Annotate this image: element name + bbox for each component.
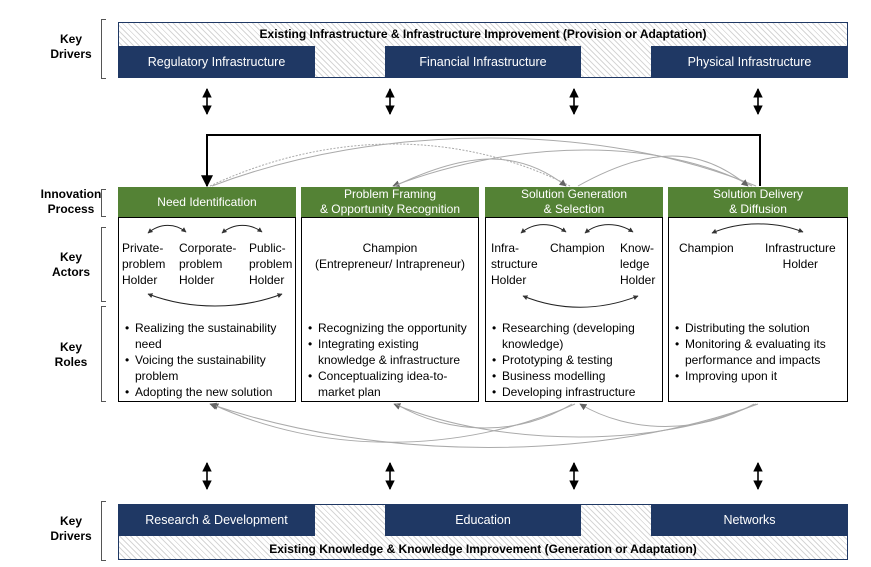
innovation-process-label: Innovation Process [40,187,102,216]
actor-champion: Champion [679,241,734,255]
role-item: Voicing the sustainability problem [125,352,293,384]
stage-problem-framing-box: Champion(Entrepreneur/ Intrapreneur) Rec… [301,217,479,402]
top-key-drivers-label: Key Drivers [50,32,92,61]
roles-bracket [101,306,106,402]
role-item: Prototyping & testing [492,352,662,368]
roles-list-delivery: Distributing the solution Monitoring & e… [675,320,847,384]
lower-grey-arcs [209,402,759,448]
key-actors-label: Key Actors [51,250,90,279]
key-roles-label: Key Roles [54,340,88,369]
role-item: Researching (developing knowledge) [492,320,662,352]
roles-list-framing: Recognizing the opportunity Integrating … [308,320,478,400]
process-bracket [101,189,106,217]
financial-infrastructure-box: Financial Infrastructure [385,46,581,78]
regulatory-infrastructure-box: Regulatory Infrastructure [118,46,315,78]
stage-need-identification: Need Identification [118,187,296,217]
networks-box: Networks [651,504,848,536]
role-item: Integrating existing knowledge & infrast… [308,336,478,368]
stage-solution-generation: Solution Generation & Selection [485,187,663,217]
bottom-vertical-arrows [202,462,763,490]
role-item: Developing infrastructure [492,384,662,400]
top-vertical-arrows [202,88,763,115]
knowledge-banner: Existing Knowledge & Knowledge Improveme… [269,542,697,556]
education-box: Education [385,504,581,536]
upper-grey-arcs [209,137,757,188]
role-item: Monitoring & evaluating its performance … [675,336,847,368]
roles-list-need: Realizing the sustainability need Voicin… [125,320,293,400]
bottom-drivers-bracket [101,501,106,561]
stage-problem-framing: Problem Framing & Opportunity Recognitio… [301,187,479,217]
role-item: Conceptualizing idea-to-market plan [308,368,478,400]
role-item: Improving upon it [675,368,847,384]
bottom-key-drivers-label: Key Drivers [50,514,92,543]
role-item: Adopting the new solution [125,384,293,400]
roles-list-generation: Researching (developing knowledge) Proto… [492,320,662,400]
role-item: Distributing the solution [675,320,847,336]
research-development-box: Research & Development [118,504,315,536]
infrastructure-banner: Existing Infrastructure & Infrastructure… [259,27,707,41]
role-item: Recognizing the opportunity [308,320,478,336]
physical-infrastructure-box: Physical Infrastructure [651,46,848,78]
actors-bracket [101,227,106,302]
stage-solution-delivery: Solution Delivery & Diffusion [668,187,848,217]
feedback-loop-arrow [201,134,761,188]
top-drivers-bracket [101,19,106,79]
role-item: Realizing the sustainability need [125,320,293,352]
actor-champion-entrepreneur: Champion(Entrepreneur/ Intrapreneur) [314,241,466,271]
actor-champion: Champion [550,241,605,255]
role-item: Business modelling [492,368,662,384]
